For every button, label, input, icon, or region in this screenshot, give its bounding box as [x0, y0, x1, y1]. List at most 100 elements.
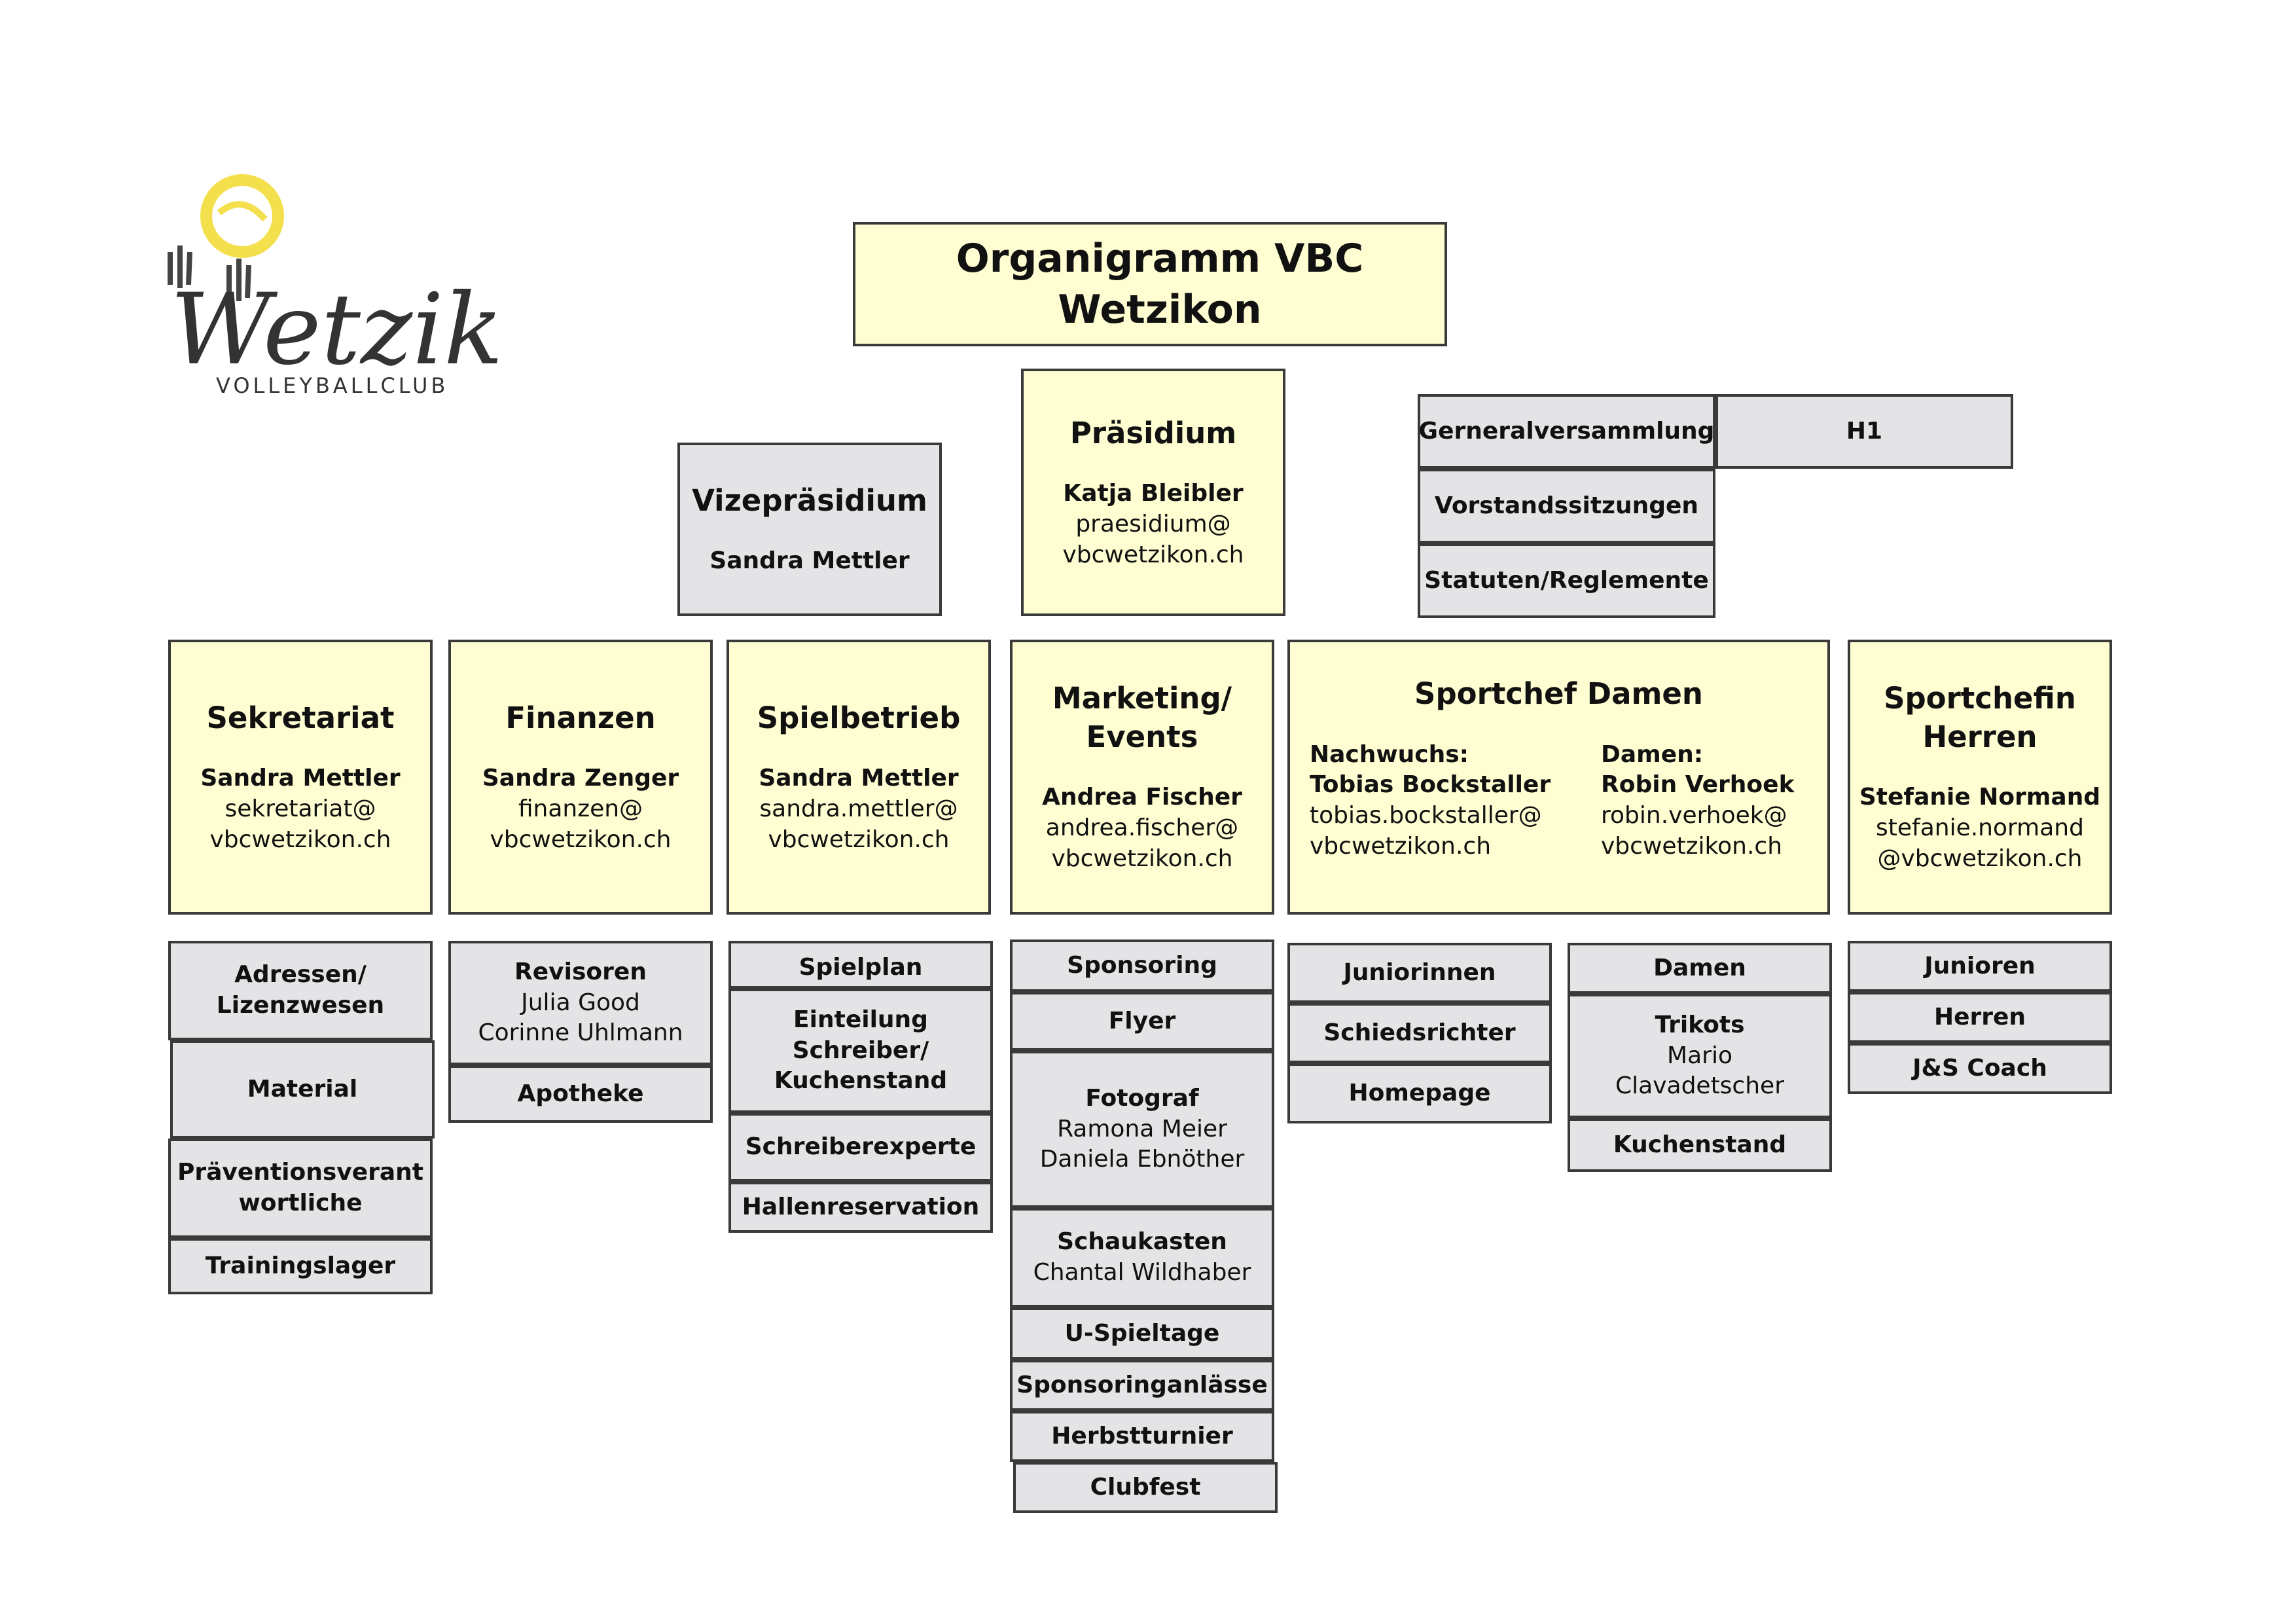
praesidium-email-2: vbcwetzikon.ch	[1062, 541, 1244, 568]
vorstandssitzungen-label: Vorstandssitzungen	[1434, 492, 1699, 519]
box-clubfest: Clubfest	[1013, 1462, 1278, 1513]
trikots-1: Mario	[1667, 1042, 1732, 1069]
damen-label: Damen:	[1601, 740, 1704, 768]
herren-email-2: @vbcwetzikon.ch	[1877, 845, 2083, 872]
trainingslager-label: Trainingslager	[205, 1252, 396, 1279]
einteilung-line-2: Schreiber/	[792, 1036, 929, 1064]
damen-email-2: vbcwetzikon.ch	[1601, 832, 1783, 860]
box-homepage: Homepage	[1287, 1063, 1552, 1123]
spielplan-label: Spielplan	[798, 954, 923, 981]
box-schaukasten: Schaukasten Chantal Wildhaber	[1010, 1208, 1274, 1307]
box-praevention: Präventionsverant wortliche	[168, 1139, 433, 1238]
herren-title-1: Sportchefin	[1884, 681, 2076, 716]
box-spielplan: Spielplan	[728, 941, 993, 989]
box-finanzen: Finanzen Sandra Zenger finanzen@ vbcwetz…	[448, 640, 713, 915]
box-flyer: Flyer	[1010, 992, 1274, 1051]
u-spieltage-label: U-Spieltage	[1064, 1319, 1220, 1347]
finanzen-title: Finanzen	[505, 700, 656, 735]
sponsoringanlaesse-label: Sponsoringanlässe	[1016, 1371, 1268, 1398]
nachwuchs-email-1: tobias.bockstaller@	[1310, 802, 1542, 830]
js-coach-label: J&S Coach	[1912, 1054, 2047, 1082]
statuten-label: Statuten/Reglemente	[1424, 566, 1709, 594]
kuchenstand-label: Kuchenstand	[1613, 1131, 1787, 1158]
box-spielbetrieb: Spielbetrieb Sandra Mettler sandra.mettl…	[726, 640, 991, 915]
finanzen-email-2: vbcwetzikon.ch	[490, 826, 672, 853]
vize-title: Vizepräsidium	[692, 483, 927, 518]
schaukasten-1: Chantal Wildhaber	[1033, 1259, 1251, 1286]
finanzen-email-1: finanzen@	[518, 795, 643, 822]
revisor-2: Corinne Uhlmann	[478, 1019, 683, 1047]
box-schreiberexperte: Schreiberexperte	[728, 1113, 993, 1182]
box-fotograf: Fotograf Ramona Meier Daniela Ebnöther	[1010, 1051, 1274, 1208]
spielbetrieb-email-1: sandra.mettler@	[759, 795, 958, 822]
box-generalversammlung: Gerneralversammlung	[1418, 394, 1715, 469]
trikots-2: Clavadetscher	[1615, 1072, 1784, 1100]
box-trikots: Trikots Mario Clavadetscher	[1568, 994, 1832, 1118]
herren-team-label: Herren	[1933, 1003, 2026, 1030]
damen-nachwuchs-contact: Nachwuchs: Tobias Bockstaller tobias.boc…	[1310, 740, 1601, 862]
material-label: Material	[247, 1075, 358, 1103]
box-junioren: Junioren	[1848, 941, 2112, 992]
box-statuten: Statuten/Reglemente	[1418, 543, 1715, 618]
marketing-email-1: andrea.fischer@	[1045, 814, 1239, 842]
spielbetrieb-email-2: vbcwetzikon.ch	[768, 826, 950, 853]
damen-email-1: robin.verhoek@	[1601, 802, 1787, 830]
box-h1: H1	[1715, 394, 2013, 469]
praevention-line-2: wortliche	[238, 1190, 363, 1216]
herren-title-2: Herren	[1922, 719, 2037, 754]
box-sponsoring: Sponsoring	[1010, 939, 1274, 992]
einteilung-line-1: Einteilung	[793, 1006, 928, 1033]
box-herren-team: Herren	[1848, 992, 2112, 1043]
praesidium-name: Katja Bleibler	[1063, 480, 1244, 507]
box-sportchef-damen: Sportchef Damen Nachwuchs: Tobias Bockst…	[1287, 640, 1830, 915]
spielbetrieb-title: Spielbetrieb	[757, 700, 961, 735]
box-einteilung: Einteilung Schreiber/ Kuchenstand	[728, 989, 993, 1113]
sportchef-damen-title: Sportchef Damen	[1414, 676, 1703, 711]
box-praesidium: Präsidium Katja Bleibler praesidium@ vbc…	[1021, 369, 1285, 616]
nachwuchs-label: Nachwuchs:	[1310, 740, 1469, 768]
praesidium-title: Präsidium	[1069, 415, 1237, 450]
box-sekretariat: Sekretariat Sandra Mettler sekretariat@ …	[168, 640, 433, 915]
adressen-line-1: Adressen/	[234, 961, 367, 989]
marketing-title-1: Marketing/	[1052, 681, 1232, 716]
marketing-name: Andrea Fischer	[1042, 784, 1242, 811]
praevention-line-1: Präventionsverant	[177, 1159, 424, 1186]
revisor-1: Julia Good	[521, 989, 640, 1016]
club-logo: Wetzikon VOLLEYBALLCLUB	[157, 167, 626, 403]
box-trainingslager: Trainingslager	[168, 1238, 433, 1294]
homepage-label: Homepage	[1348, 1079, 1491, 1106]
damen-damen-contact: Damen: Robin Verhoek robin.verhoek@ vbcw…	[1601, 740, 1795, 862]
sekretariat-email-1: sekretariat@	[224, 795, 376, 822]
box-kuchenstand: Kuchenstand	[1568, 1118, 1832, 1172]
damen-name: Robin Verhoek	[1601, 771, 1795, 799]
schiedsrichter-label: Schiedsrichter	[1323, 1019, 1516, 1046]
hallenreservation-label: Hallenreservation	[742, 1193, 980, 1220]
herren-email-1: stefanie.normand	[1876, 814, 2084, 842]
flyer-label: Flyer	[1108, 1007, 1176, 1034]
sekretariat-email-2: vbcwetzikon.ch	[209, 826, 391, 853]
nachwuchs-name: Tobias Bockstaller	[1310, 771, 1551, 799]
logo-wordmark: Wetzikon	[170, 273, 497, 387]
fotograf-2: Daniela Ebnöther	[1039, 1146, 1245, 1173]
sekretariat-title: Sekretariat	[206, 700, 395, 735]
box-sportchefin-herren: Sportchefin Herren Stefanie Normand stef…	[1848, 640, 2112, 915]
box-material: Material	[170, 1040, 435, 1139]
generalversammlung-label: Gerneralversammlung	[1418, 417, 1715, 445]
adressen-line-2: Lizenzwesen	[216, 992, 385, 1019]
einteilung-line-3: Kuchenstand	[774, 1067, 948, 1095]
juniorinnen-label: Juniorinnen	[1343, 958, 1496, 986]
schreiberexperte-label: Schreiberexperte	[745, 1133, 977, 1161]
logo-subline: VOLLEYBALLCLUB	[216, 373, 448, 398]
apotheke-label: Apotheke	[517, 1080, 644, 1107]
revisoren-label: Revisoren	[514, 958, 647, 985]
clubfest-label: Clubfest	[1090, 1473, 1201, 1501]
box-js-coach: J&S Coach	[1848, 1043, 2112, 1094]
trikots-label: Trikots	[1655, 1011, 1745, 1038]
nachwuchs-email-2: vbcwetzikon.ch	[1310, 832, 1492, 860]
fotograf-1: Ramona Meier	[1057, 1115, 1227, 1142]
box-vizepraesidium: Vizepräsidium Sandra Mettler	[677, 443, 942, 616]
praesidium-email-1: praesidium@	[1075, 510, 1231, 538]
herbstturnier-label: Herbstturnier	[1051, 1422, 1233, 1450]
box-marketing: Marketing/ Events Andrea Fischer andrea.…	[1010, 640, 1274, 915]
box-schiedsrichter: Schiedsrichter	[1287, 1003, 1552, 1063]
